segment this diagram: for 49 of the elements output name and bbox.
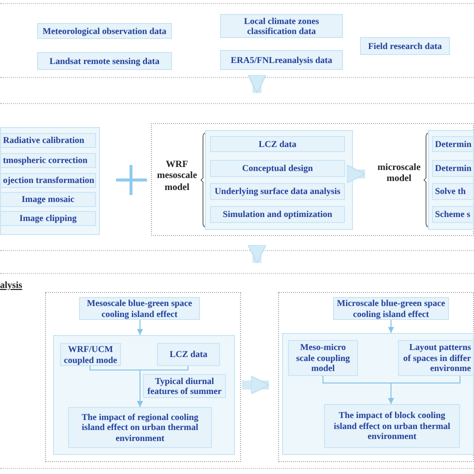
arrow	[388, 376, 460, 404]
analysis-panel	[53, 335, 235, 455]
process-box: Solve th	[432, 183, 474, 200]
process-box: ojection transformation	[0, 173, 96, 188]
block-arrow	[247, 244, 267, 264]
block-arrow	[346, 164, 366, 184]
process-box: Scheme s	[432, 206, 474, 223]
process-box: Underlying surface data analysis	[210, 183, 345, 200]
block-arrow	[242, 375, 270, 395]
process-box: Layout patterns of spaces in differ environme	[398, 340, 474, 376]
analysis-frame	[45, 292, 241, 462]
process-box: WRF/UCM coupled mode	[60, 343, 121, 366]
analysis-panel	[282, 333, 474, 455]
result-box: The impact of regional cooling island effect on urban thermal environment	[68, 407, 212, 448]
process-box: tmospheric correction	[0, 153, 96, 168]
process-box: Radiative calibration	[0, 133, 96, 148]
process-box: Microscale blue-green space cooling island effect	[333, 297, 449, 320]
arrow	[137, 366, 188, 408]
process-box: Mesoscale blue-green space cooling island effect	[79, 297, 200, 320]
section-band	[0, 3, 474, 78]
arrow	[137, 320, 143, 336]
preprocessing-panel	[0, 127, 100, 235]
data-source-box: Field research data	[360, 37, 450, 55]
data-source-box: Meteorological observation data	[37, 23, 172, 39]
model-frame	[151, 123, 474, 236]
data-source-box: ERA5/FNLreanalysis data	[220, 50, 343, 70]
model-step-panel	[205, 130, 353, 230]
data-source-box: Landsat remote sensing data	[37, 52, 172, 70]
process-box: Determin	[432, 160, 474, 177]
process-box: Simulation and optimization	[210, 206, 345, 223]
data-source-box: Local climate zones classification data	[220, 14, 343, 38]
process-box: Meso-micro scale coupling model	[288, 340, 358, 376]
analysis-frame	[278, 292, 474, 462]
process-box: Image clipping	[0, 211, 96, 226]
process-box: LCZ data	[157, 343, 220, 366]
model-step-panel	[428, 130, 474, 230]
process-box: Image mosaic	[0, 192, 96, 207]
model-name-text: microscale model	[376, 162, 422, 186]
process-box: Conceptual design	[210, 160, 345, 177]
section-band	[0, 103, 474, 251]
process-box: Typical diurnal features of summer	[143, 374, 226, 398]
section-title: alysis	[0, 281, 24, 292]
model-name: WRF mesoscale model	[156, 160, 198, 194]
arrow	[388, 320, 394, 334]
process-box: Determin	[432, 136, 474, 152]
block-arrow	[247, 74, 267, 94]
process-box: LCZ data	[210, 136, 345, 152]
result-box: The impact of block cooling island effect on urban thermal environment	[324, 404, 460, 448]
section-band	[0, 273, 474, 469]
